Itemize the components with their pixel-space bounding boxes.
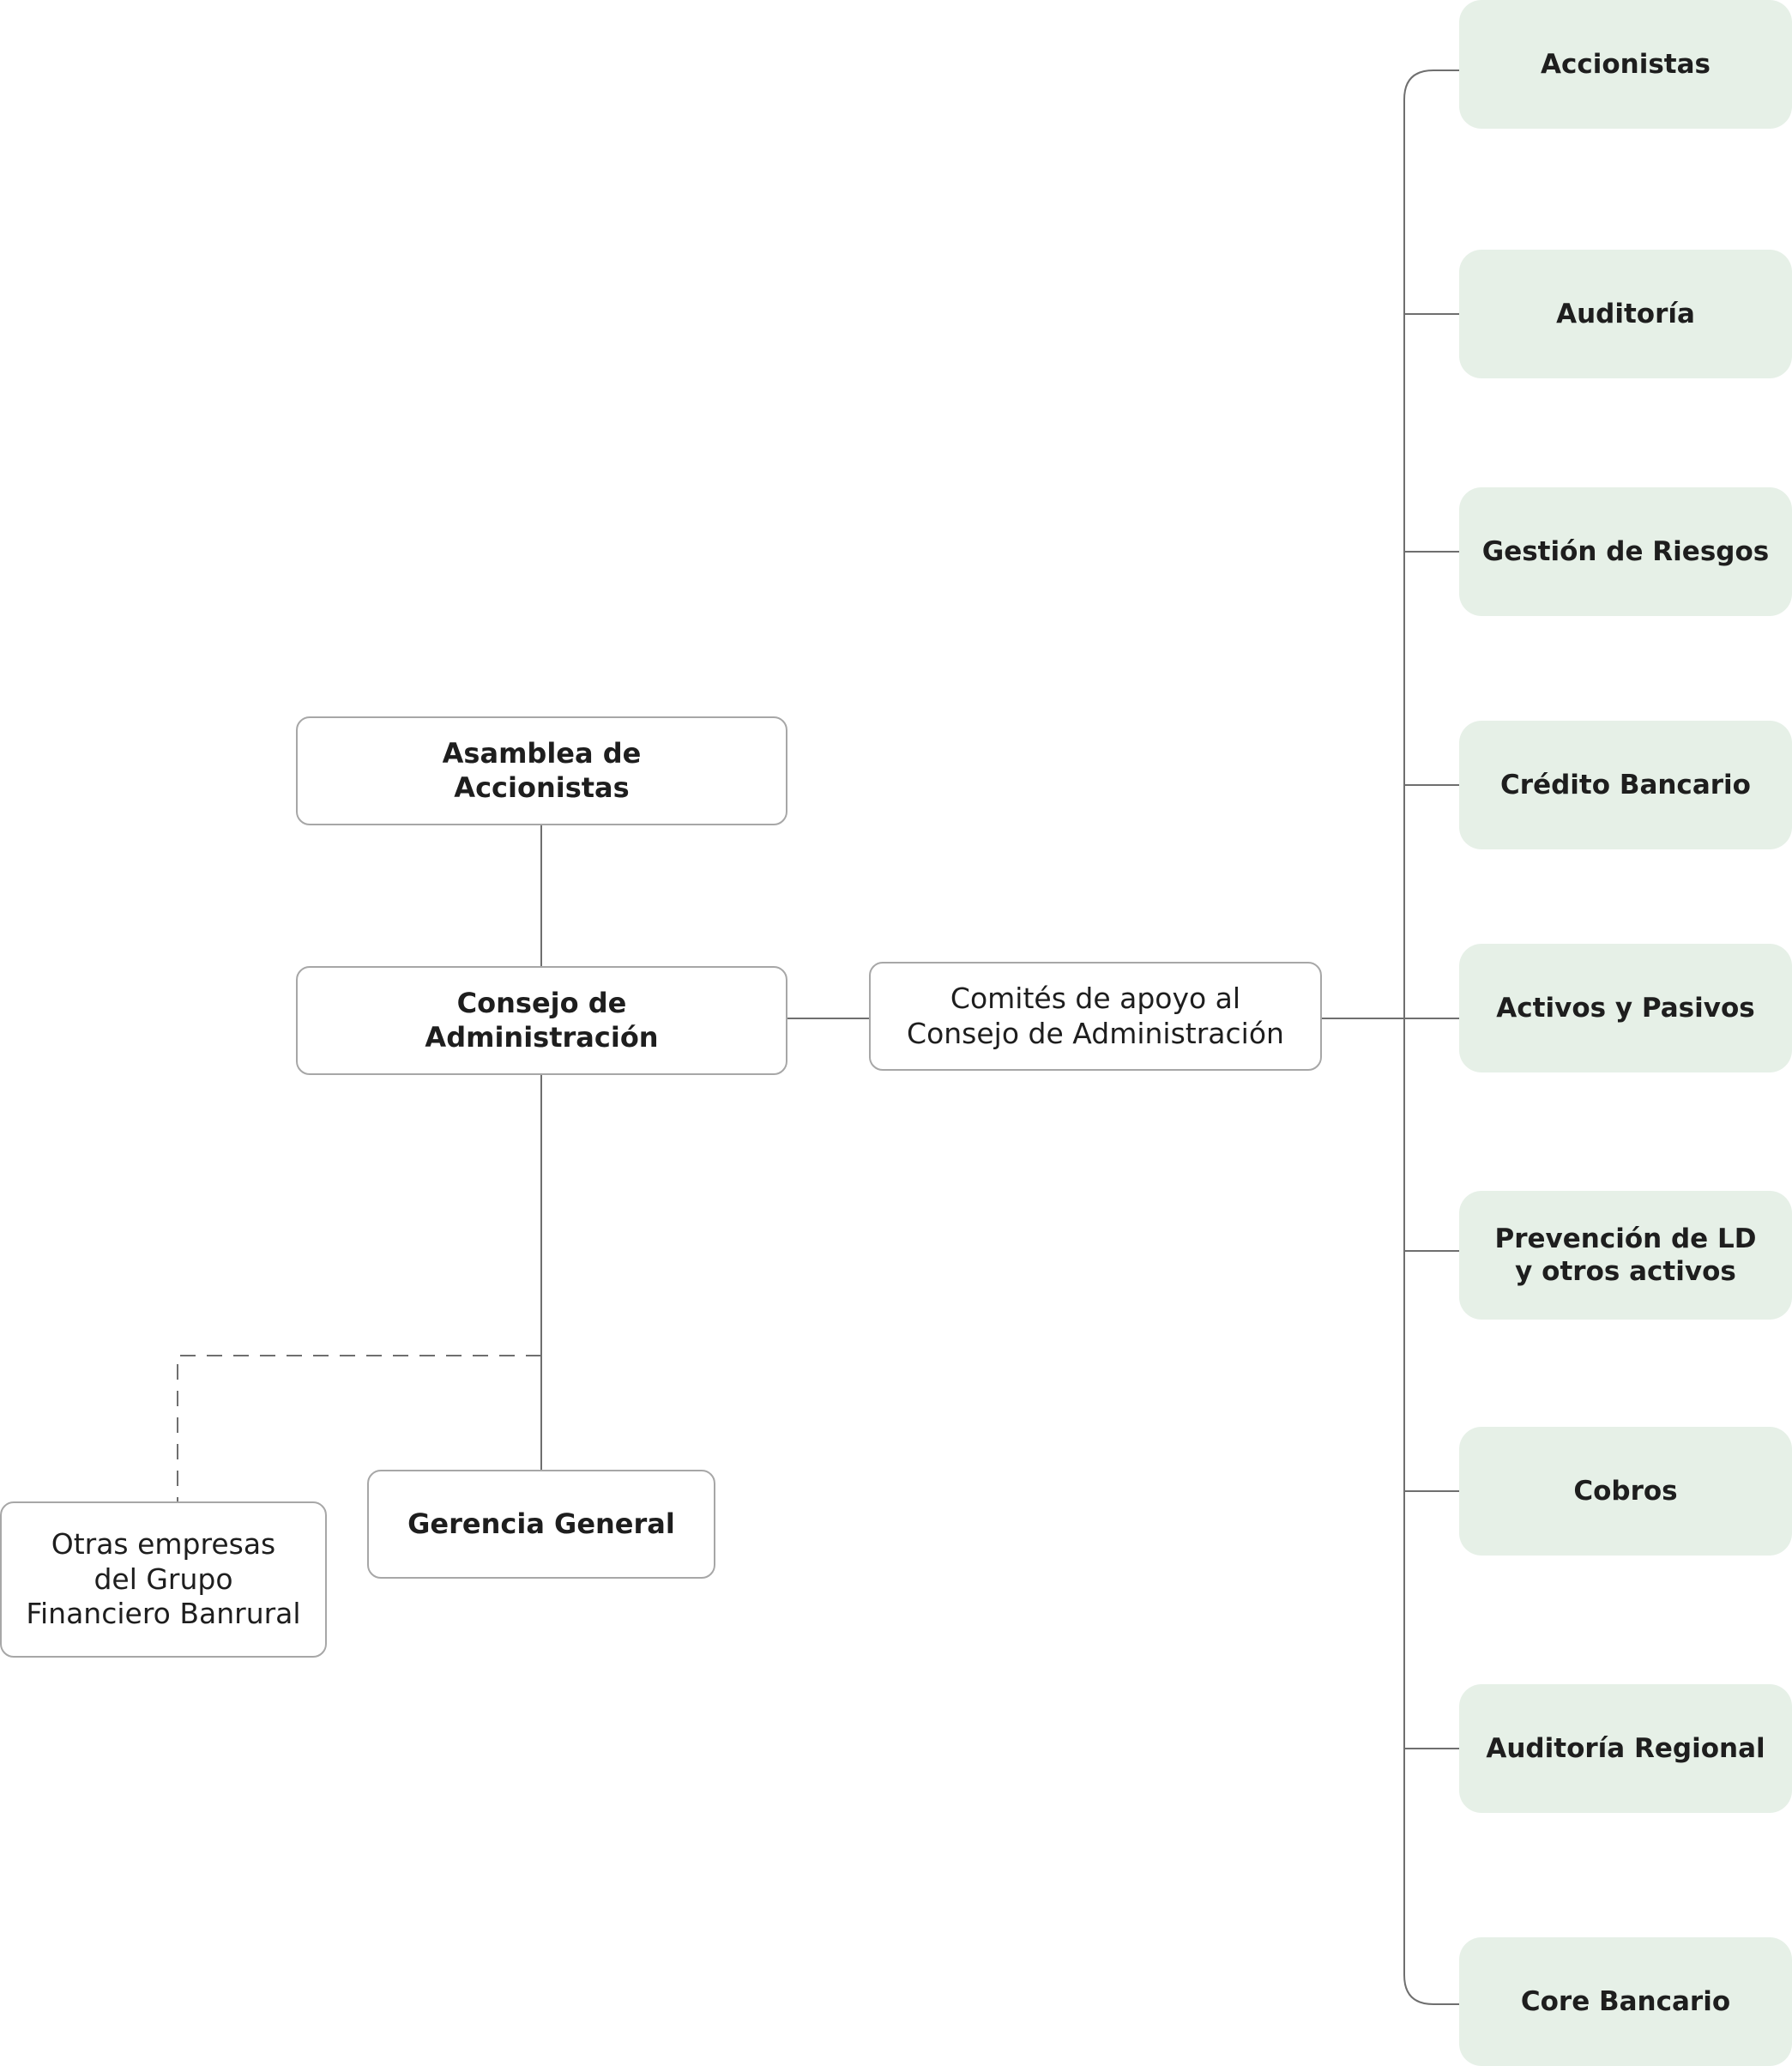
committee-accionistas: Accionistas xyxy=(1459,0,1792,129)
committee-core-bancario: Core Bancario xyxy=(1459,1937,1792,2066)
committee-prevencion-ld: Prevención de LD y otros activos xyxy=(1459,1191,1792,1320)
consejo-box: Consejo de Administración xyxy=(296,966,787,1075)
comites-box: Comités de apoyo al Consejo de Administr… xyxy=(869,962,1322,1071)
committee-auditoria: Auditoría xyxy=(1459,250,1792,378)
committee-bus xyxy=(1403,69,1459,2005)
committee-auditoria-regional: Auditoría Regional xyxy=(1459,1684,1792,1813)
connector-consejo-otras-empresas xyxy=(177,1355,541,1501)
otras-empresas-box: Otras empresas del Grupo Financiero Banr… xyxy=(0,1501,327,1658)
committee-cobros: Cobros xyxy=(1459,1427,1792,1556)
committee-gestion-riesgos: Gestión de Riesgos xyxy=(1459,487,1792,616)
gerencia-general-box: Gerencia General xyxy=(367,1470,715,1579)
asamblea-box: Asamblea de Accionistas xyxy=(296,716,787,825)
committee-credito-bancario: Crédito Bancario xyxy=(1459,721,1792,849)
committee-activos-pasivos: Activos y Pasivos xyxy=(1459,944,1792,1072)
